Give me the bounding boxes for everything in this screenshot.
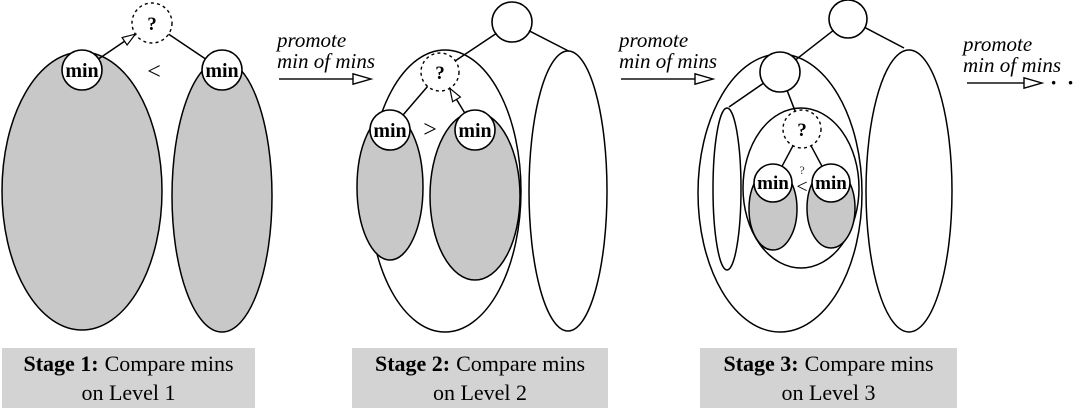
stage3-narrow-subtree-ellipse bbox=[712, 107, 742, 271]
promote-line2: min of mins bbox=[277, 49, 376, 73]
stage2-comparison-operator: > bbox=[423, 117, 437, 143]
promote-line2: min of mins bbox=[963, 53, 1062, 77]
caption-line1: Stage 3:Compare mins bbox=[700, 349, 957, 378]
stage3-right-min-label: min bbox=[815, 173, 847, 194]
stage3-level1-right-edge bbox=[786, 90, 796, 112]
stage1-left-min-node bbox=[61, 49, 103, 91]
stage-number-label: Stage 2: bbox=[374, 351, 451, 376]
promote-arrow-icon bbox=[694, 72, 716, 86]
stage3-level1-left-edge bbox=[728, 82, 764, 108]
stage1-right-subtree-ellipse bbox=[171, 59, 273, 333]
stage2-right-subtree-ellipse bbox=[528, 50, 608, 332]
stage3-root-right-edge bbox=[864, 26, 905, 49]
promote-arrow-icon bbox=[352, 72, 374, 86]
stage2-right-min-node bbox=[454, 109, 496, 151]
caption-text: Compare mins bbox=[456, 351, 586, 376]
stage2-right-min-label: min bbox=[458, 120, 491, 142]
promote-arrow-icon bbox=[1023, 76, 1045, 90]
stage3-root-left-edge bbox=[795, 30, 834, 61]
stage1-left-subtree-ellipse bbox=[1, 51, 163, 331]
caption-line2: on Level 2 bbox=[432, 380, 528, 405]
stage3-level1-node bbox=[759, 51, 801, 93]
stage3-comparison-operator: < bbox=[796, 176, 807, 198]
stage1-left-min-label: min bbox=[65, 60, 98, 82]
stage-number-label: Stage 3: bbox=[723, 351, 799, 376]
continuation-ellipsis: · · · bbox=[1050, 70, 1080, 95]
caption-line2: on Level 1 bbox=[81, 380, 176, 405]
stage3-pending-question-label: ? bbox=[799, 163, 804, 177]
stage1-right-min-node bbox=[201, 49, 243, 91]
promote-line1: promote bbox=[619, 28, 689, 52]
stage2-root-right-edge bbox=[528, 30, 569, 52]
caption-text: Compare mins bbox=[104, 351, 234, 376]
stage3-root-node bbox=[828, 0, 868, 39]
stage2-root-node bbox=[491, 1, 533, 43]
stage-2-group: min min ? > bbox=[356, 1, 608, 333]
stage2-question-label: ? bbox=[435, 63, 445, 84]
transition-2-arrow bbox=[621, 72, 716, 86]
caption-line1: Stage 2:Compare mins bbox=[352, 349, 608, 378]
stage2-pending-parent-node bbox=[420, 52, 460, 92]
promote-line2: min of mins bbox=[619, 49, 718, 73]
transition-1-label: promote min of mins bbox=[277, 30, 375, 72]
transition-3-label: promote min of mins bbox=[963, 34, 1061, 76]
transition-2-label: promote min of mins bbox=[619, 30, 717, 72]
transition-1-arrow bbox=[279, 72, 374, 86]
stage-1-group: min min ? < bbox=[1, 2, 273, 333]
stage2-left-edge bbox=[402, 85, 429, 116]
stage-number-label: Stage 1: bbox=[23, 351, 99, 376]
promote-line1: promote bbox=[277, 28, 347, 52]
stage3-right-subtree-ellipse bbox=[865, 49, 953, 333]
stage-1-caption: Stage 1:Compare mins on Level 1 bbox=[2, 348, 255, 408]
stage3-right-edge bbox=[810, 145, 823, 167]
stage1-right-min-label: min bbox=[205, 60, 238, 82]
caption-text: Compare mins bbox=[804, 351, 934, 376]
stage1-question-label: ? bbox=[147, 14, 157, 35]
caption-line1: Stage 1:Compare mins bbox=[2, 349, 255, 378]
stage3-question-label: ? bbox=[797, 120, 807, 141]
stage2-root-left-edge bbox=[454, 32, 498, 62]
stage3-pending-parent-node bbox=[782, 109, 822, 149]
stage1-promote-edge bbox=[98, 40, 126, 60]
stage3-right-min-node bbox=[811, 163, 851, 203]
stage1-comparison-operator: < bbox=[147, 59, 161, 85]
stage1-pending-parent-node bbox=[131, 2, 173, 44]
transition-3-arrow: · · · bbox=[967, 70, 1080, 95]
stage2-promote-edge bbox=[455, 99, 466, 114]
stage1-right-edge bbox=[168, 33, 206, 60]
stage3-left-min-node bbox=[753, 163, 793, 203]
stage3-left-edge bbox=[781, 145, 794, 167]
stage2-promote-arrowhead-icon bbox=[448, 86, 462, 103]
caption-line2: on Level 3 bbox=[781, 380, 876, 405]
stage2-left-min-label: min bbox=[373, 120, 406, 142]
promote-line1: promote bbox=[963, 32, 1033, 56]
stage-3-group: min min ? ? < bbox=[697, 0, 953, 333]
stage-3-caption: Stage 3:Compare mins on Level 3 bbox=[700, 348, 957, 408]
stage3-left-min-label: min bbox=[757, 173, 789, 194]
stage1-promote-arrowhead-icon bbox=[121, 33, 137, 47]
stage2-left-min-node bbox=[369, 109, 411, 151]
stage-2-caption: Stage 2:Compare mins on Level 2 bbox=[352, 348, 608, 408]
